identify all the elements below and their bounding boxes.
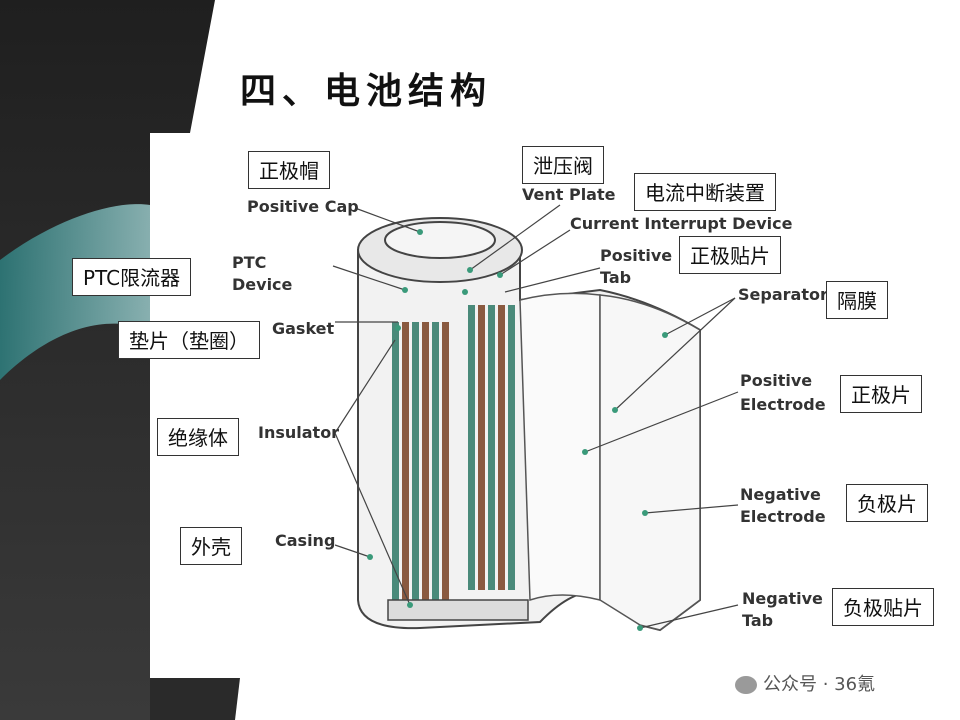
label-positive-cap: Positive Cap <box>247 197 359 216</box>
separator-sheet <box>519 292 601 602</box>
cn-label-current-interrupt: 电流中断装置 <box>634 173 776 211</box>
cn-label-gasket: 垫片（垫圈） <box>118 321 260 359</box>
label-separator: Separator <box>738 285 828 304</box>
label-negative-electrode-line2: Electrode <box>740 507 826 526</box>
cn-label-positive-tab: 正极贴片 <box>679 236 781 274</box>
label-positive-tab-line2: Tab <box>600 268 631 287</box>
label-negative-tab-line1: Negative <box>742 589 823 608</box>
cn-label-insulator: 绝缘体 <box>157 418 239 456</box>
cn-label-positive-electrode: 正极片 <box>840 375 922 413</box>
wechat-icon <box>735 676 757 694</box>
electrode-layers-left <box>392 322 449 602</box>
cn-label-positive-cap: 正极帽 <box>248 151 330 189</box>
bottom-insulator <box>387 599 529 621</box>
label-negative-tab-line2: Tab <box>742 611 773 630</box>
cn-label-casing: 外壳 <box>180 527 242 565</box>
cn-label-negative-electrode: 负极片 <box>846 484 928 522</box>
cn-label-separator: 隔膜 <box>826 281 888 319</box>
separator-sheet-outer <box>599 294 701 631</box>
footer-watermark: 公众号 · 36氪 <box>735 670 875 696</box>
label-gasket: Gasket <box>272 319 335 338</box>
positive-cap-shape <box>384 221 496 259</box>
label-positive-electrode-line1: Positive <box>740 371 812 390</box>
leader-dots <box>367 229 668 631</box>
label-positive-electrode-line2: Electrode <box>740 395 826 414</box>
label-positive-tab-line1: Positive <box>600 246 672 265</box>
label-casing: Casing <box>275 531 335 550</box>
cn-label-negative-tab: 负极贴片 <box>832 588 934 626</box>
label-current-interrupt-device: Current Interrupt Device <box>570 214 793 233</box>
cn-label-vent-plate: 泄压阀 <box>522 146 604 184</box>
label-vent-plate: Vent Plate <box>522 185 616 204</box>
label-ptc-line2: Device <box>232 275 293 294</box>
label-insulator: Insulator <box>258 423 339 442</box>
footer-text: 公众号 · 36氪 <box>763 674 876 695</box>
label-negative-electrode-line1: Negative <box>740 485 821 504</box>
page-title: 四、电池结构 <box>240 70 493 112</box>
label-ptc-line1: PTC <box>232 253 266 272</box>
leader-lines <box>332 204 739 629</box>
electrode-layers-right <box>468 305 515 590</box>
cn-label-ptc: PTC限流器 <box>72 258 192 296</box>
